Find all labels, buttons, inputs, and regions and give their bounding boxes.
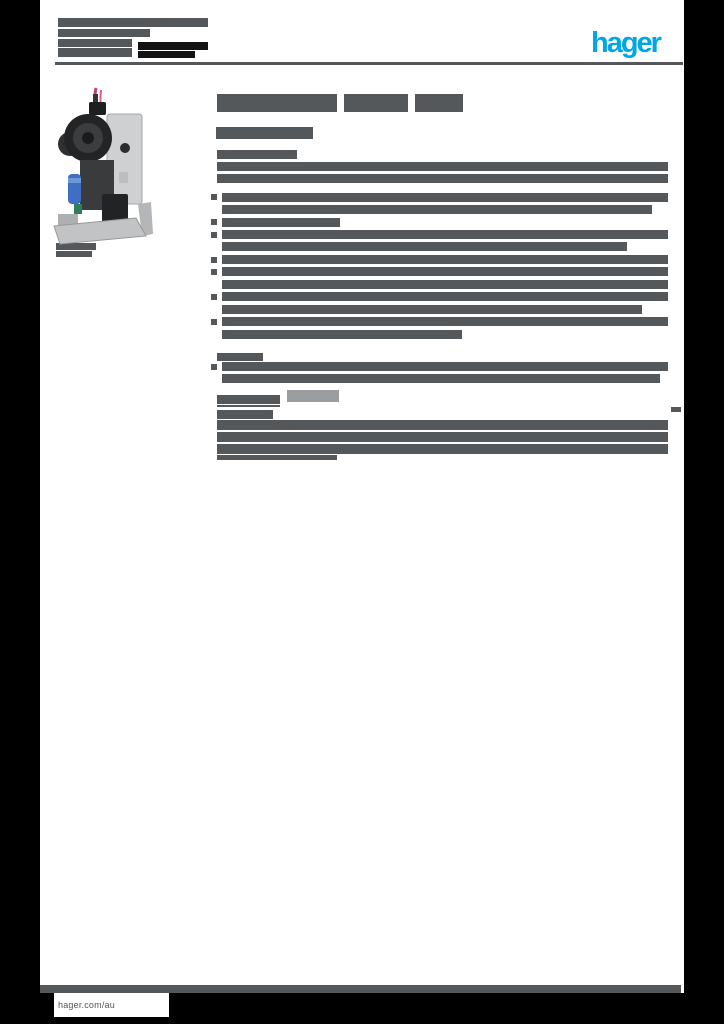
bullet-square — [211, 219, 217, 225]
redacted-text-line — [217, 162, 668, 171]
redacted-text-line — [222, 330, 462, 339]
redacted-header-line — [58, 29, 150, 37]
photo-mechanism — [58, 114, 128, 228]
redacted-text-line — [217, 420, 668, 430]
hager-logo: hager — [591, 27, 662, 59]
redacted-light-text — [287, 390, 339, 402]
left-bleed-area — [0, 0, 40, 1024]
redacted-text-line — [222, 193, 668, 202]
redacted-text-line — [222, 280, 668, 289]
redacted-text-line — [222, 317, 668, 326]
redacted-reference-line — [138, 42, 208, 50]
redacted-reference-line — [138, 51, 195, 58]
redacted-title-word — [415, 94, 463, 112]
redacted-superscript — [671, 407, 681, 412]
redacted-text-line — [222, 205, 652, 214]
redacted-text-line — [222, 242, 627, 251]
redacted-text-line — [217, 174, 668, 183]
redacted-section-label — [217, 353, 263, 361]
redacted-text-line — [222, 374, 660, 383]
redacted-text-line — [217, 150, 297, 159]
bullet-square — [211, 364, 217, 370]
photo-wires — [89, 87, 106, 115]
footer-site-link[interactable]: hager.com/au — [58, 1000, 115, 1010]
bullet-square — [211, 319, 217, 325]
footer-site-box: hager.com/au — [54, 993, 169, 1017]
redacted-text-line — [217, 444, 668, 454]
redacted-header-line — [58, 48, 132, 57]
redacted-text-line — [222, 230, 668, 239]
redacted-header-line — [58, 39, 132, 47]
product-photo — [53, 87, 153, 245]
redacted-header-line — [58, 18, 208, 27]
redacted-text-line — [222, 255, 668, 264]
bullet-square — [211, 232, 217, 238]
redacted-text-line — [217, 432, 668, 442]
redacted-section-label — [217, 395, 280, 404]
redacted-text-line — [222, 292, 668, 301]
redacted-text-line — [222, 362, 668, 371]
redacted-section-label — [217, 405, 280, 407]
bullet-square — [211, 194, 217, 200]
redacted-text-line — [222, 218, 340, 227]
bullet-square — [211, 294, 217, 300]
redacted-section-label — [216, 127, 313, 139]
redacted-text-line — [222, 305, 642, 314]
photo-base — [53, 214, 147, 245]
redacted-title-word — [217, 94, 337, 112]
right-bleed-area — [684, 0, 724, 1024]
redacted-text-line — [222, 267, 668, 276]
redacted-text-line — [217, 455, 337, 460]
footer-rule-bar — [40, 985, 681, 993]
photo-backplate — [106, 113, 153, 236]
redacted-title-word — [344, 94, 408, 112]
redacted-section-label — [217, 410, 273, 419]
bullet-square — [211, 257, 217, 263]
redacted-caption-line — [56, 251, 92, 257]
header-divider-rule — [55, 62, 683, 65]
bullet-square — [211, 269, 217, 275]
